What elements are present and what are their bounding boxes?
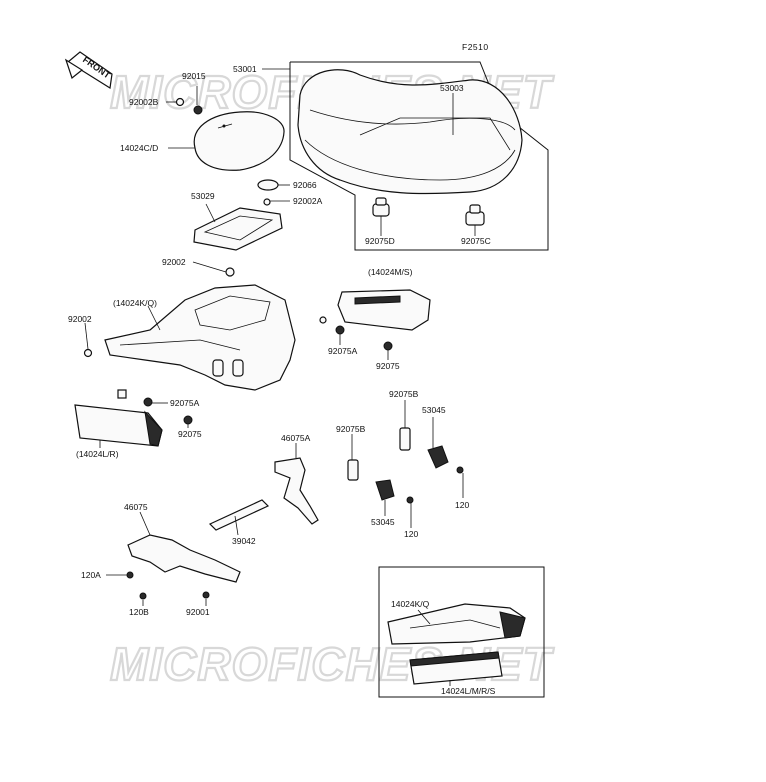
tail-cowl <box>104 284 296 391</box>
inset-side-panel <box>409 651 503 685</box>
screw-120-mid <box>406 496 414 504</box>
bolt-120B <box>139 592 147 600</box>
bolt-92002A <box>263 198 271 206</box>
side-cover-left <box>74 404 163 447</box>
label-14024LR: (14024L/R) <box>76 449 119 459</box>
label-53003: 53003 <box>440 83 464 93</box>
bolt-92002-left <box>83 348 93 358</box>
label-14024KQ-paren: (14024K/Q) <box>113 298 157 308</box>
nut-92075-right <box>383 341 393 351</box>
label-46075: 46075 <box>124 502 148 512</box>
grommet-92075B-left <box>347 459 359 481</box>
label-53045-right: 53045 <box>422 405 446 415</box>
seat-group-box <box>289 61 549 251</box>
leader-lines <box>84 68 476 686</box>
label-14024LMRS: 14024L/M/R/S <box>441 686 496 696</box>
label-14024MS: (14024M/S) <box>368 267 413 277</box>
label-14024KQ-inset: 14024K/Q <box>391 599 430 609</box>
label-39042: 39042 <box>232 536 256 546</box>
inset-box <box>378 566 545 698</box>
latch-53045-right <box>427 445 449 469</box>
bolt-92002B <box>175 97 185 107</box>
main-seat <box>297 69 523 195</box>
inset-cowl <box>387 603 526 645</box>
bracket-46075A <box>274 457 319 525</box>
label-92075D: 92075D <box>365 236 395 246</box>
pillion-pad <box>193 111 285 171</box>
label-92002A: 92002A <box>293 196 323 206</box>
nut-92075-left <box>183 415 193 425</box>
label-53045-left: 53045 <box>371 517 395 527</box>
nut-92075A-left <box>143 397 153 407</box>
bolt-120A <box>126 571 134 579</box>
label-92015: 92015 <box>182 71 206 81</box>
label-92075-right: 92075 <box>376 361 400 371</box>
label-120-right: 120 <box>455 500 469 510</box>
screw-120-right <box>456 466 464 474</box>
label-92002-top: 92002 <box>162 257 186 267</box>
label-92002-left: 92002 <box>68 314 92 324</box>
rod-39042 <box>208 499 270 531</box>
side-cover-right <box>337 289 431 331</box>
label-92075-left: 92075 <box>178 429 202 439</box>
bolt-92002-top <box>225 267 235 277</box>
cap-92066 <box>257 179 279 191</box>
damper-92075D <box>372 197 390 217</box>
nut-92075A-right <box>335 325 345 335</box>
bolt-92001 <box>202 591 210 599</box>
label-92001: 92001 <box>186 607 210 617</box>
label-120A: 120A <box>81 570 101 580</box>
label-92075B-left: 92075B <box>336 424 366 434</box>
label-53001: 53001 <box>233 64 257 74</box>
label-92002B: 92002B <box>129 97 159 107</box>
label-14024CD: 14024C/D <box>120 143 158 153</box>
label-92075B-right: 92075B <box>389 389 419 399</box>
label-92075A-right: 92075A <box>328 346 358 356</box>
latch-53045-left <box>375 479 395 501</box>
label-92075A-left: 92075A <box>170 398 200 408</box>
label-92075C: 92075C <box>461 236 491 246</box>
clip-left <box>117 389 127 399</box>
clip-right <box>319 316 327 324</box>
damper-92075C <box>465 204 485 226</box>
front-arrow-icon: FRONT <box>64 51 113 89</box>
nut-92015 <box>193 105 203 115</box>
label-120-mid: 120 <box>404 529 418 539</box>
label-46075A: 46075A <box>281 433 311 443</box>
figure-code: F2510 <box>462 42 489 52</box>
grab-plate <box>193 207 283 251</box>
label-120B: 120B <box>129 607 149 617</box>
label-53029: 53029 <box>191 191 215 201</box>
label-92066: 92066 <box>293 180 317 190</box>
grommet-92075B-right <box>399 427 411 451</box>
bracket-46075 <box>127 534 241 583</box>
part-labels: 53001 53003 92015 92002B 14024C/D 92066 … <box>68 64 496 696</box>
